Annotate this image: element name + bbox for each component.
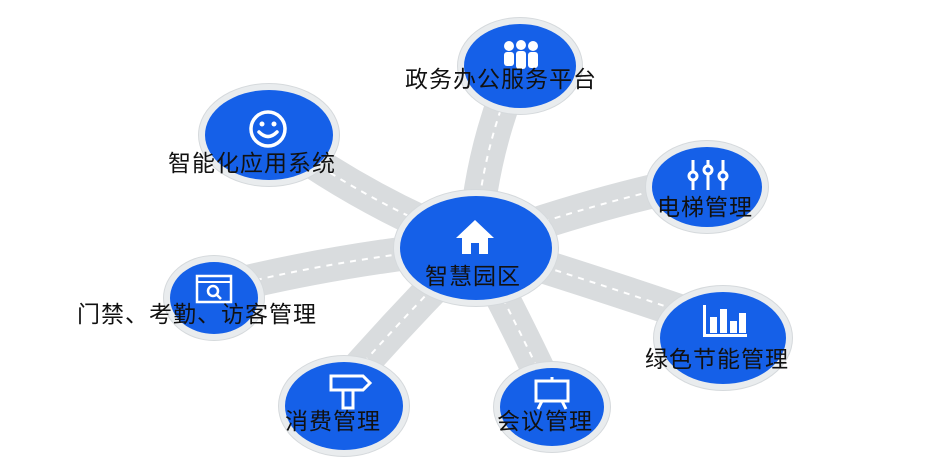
node-energy[interactable] <box>660 292 786 384</box>
bar-chart-icon <box>703 305 747 337</box>
center-node[interactable] <box>400 196 552 300</box>
node-access-label: 门禁、考勤、访客管理 <box>77 302 317 328</box>
house-icon <box>456 220 494 254</box>
smiley-icon <box>249 110 287 148</box>
signpost-icon <box>329 374 373 410</box>
browser-search-icon <box>195 274 233 304</box>
node-consume-label: 消费管理 <box>285 409 381 435</box>
center-label: 智慧园区 <box>425 264 521 290</box>
node-smart-label: 智能化应用系统 <box>168 151 336 177</box>
sliders-icon <box>687 160 729 190</box>
node-meeting-label: 会议管理 <box>497 409 593 435</box>
node-energy-label: 绿色节能管理 <box>645 347 789 373</box>
node-access[interactable] <box>170 262 258 334</box>
node-gov-label: 政务办公服务平台 <box>405 67 597 93</box>
easel-icon <box>534 377 570 410</box>
people-icon <box>504 40 538 69</box>
node-elevator-label: 电梯管理 <box>657 195 753 221</box>
